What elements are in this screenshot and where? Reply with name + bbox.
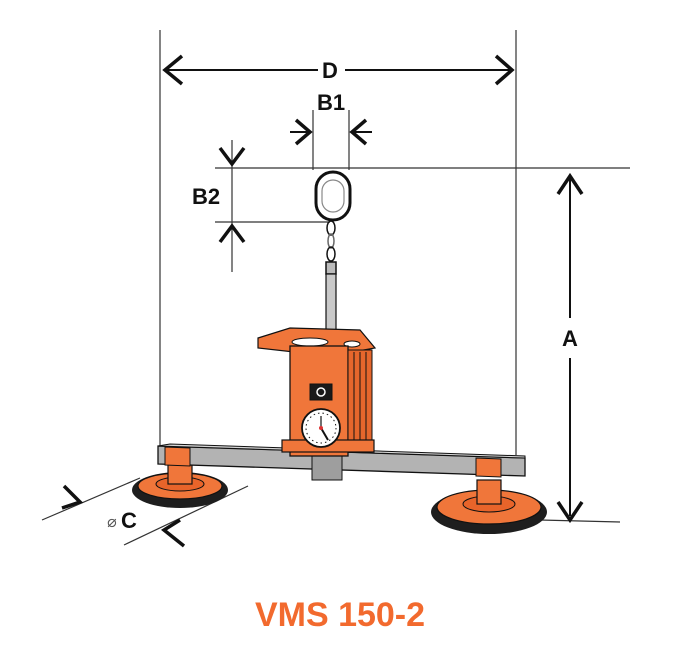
diameter-symbol: ⌀ — [107, 512, 117, 531]
suction-pad-left — [132, 461, 228, 508]
dimension-a — [556, 172, 584, 524]
suction-pad-right — [431, 479, 547, 534]
dimension-c — [61, 484, 186, 548]
dimension-b1-label: B1 — [317, 90, 345, 115]
dimension-d — [162, 54, 515, 86]
chain — [325, 220, 337, 275]
lifting-eye — [314, 170, 352, 222]
product-title: VMS 150-2 — [255, 596, 425, 634]
control-button-ring — [316, 387, 326, 397]
dimension-a-label: A — [562, 326, 578, 351]
dimension-c-label: C — [121, 508, 137, 533]
extension-lines — [41, 30, 630, 546]
dimension-b1 — [290, 118, 372, 146]
control-button — [309, 383, 333, 401]
dimension-b2-label: B2 — [192, 184, 220, 209]
cross-beam — [157, 443, 526, 481]
dimension-d-label: D — [322, 58, 338, 83]
dimension-b2 — [218, 146, 246, 244]
vacuum-gauge — [301, 408, 341, 448]
